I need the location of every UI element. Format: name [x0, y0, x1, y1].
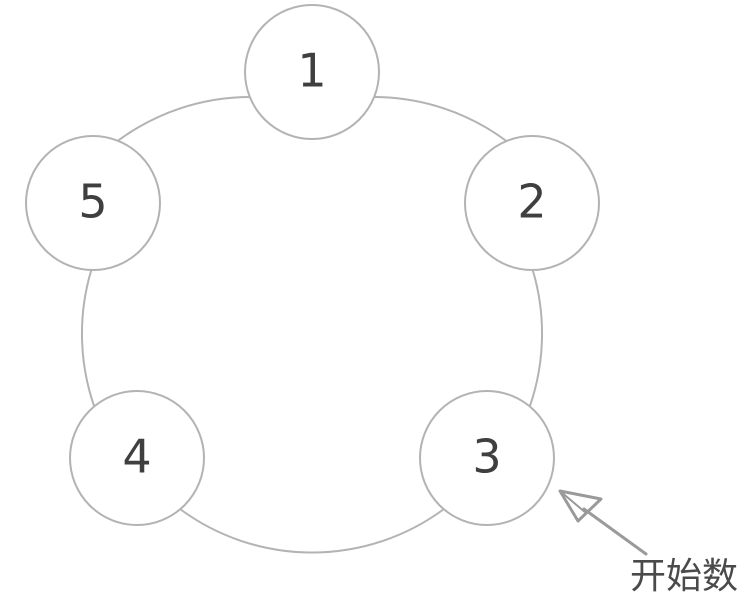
node-5-label: 5 [78, 175, 107, 229]
node-3-label: 3 [472, 430, 501, 484]
node-1[interactable]: 1 [244, 4, 380, 140]
edge-3-to-4 [179, 508, 445, 554]
node-5-circle[interactable] [25, 135, 161, 271]
edge-1-to-2 [371, 95, 510, 144]
node-2[interactable]: 2 [464, 135, 600, 271]
annotation-arrow [558, 489, 648, 556]
node-group: 1 2 3 4 5 [25, 4, 600, 526]
edge-5-to-1 [114, 95, 253, 144]
node-4[interactable]: 4 [69, 390, 205, 526]
node-2-circle[interactable] [464, 135, 600, 271]
edge-4-to-5 [80, 270, 98, 415]
annotation-arrow-head [558, 489, 603, 523]
node-4-circle[interactable] [69, 390, 205, 526]
annotation-arrow-shaft [582, 507, 648, 556]
node-3-circle[interactable] [419, 390, 555, 526]
edge-2-to-3 [526, 270, 544, 415]
node-2-label: 2 [517, 175, 546, 229]
edge-group [80, 95, 544, 554]
node-1-circle[interactable] [244, 4, 380, 140]
node-3[interactable]: 3 [419, 390, 555, 526]
annotation-arrow-head-crease [559, 490, 587, 514]
node-1-label: 1 [297, 44, 326, 98]
annotation-label: 开始数 [630, 556, 738, 597]
node-4-label: 4 [122, 430, 151, 484]
node-5[interactable]: 5 [25, 135, 161, 271]
